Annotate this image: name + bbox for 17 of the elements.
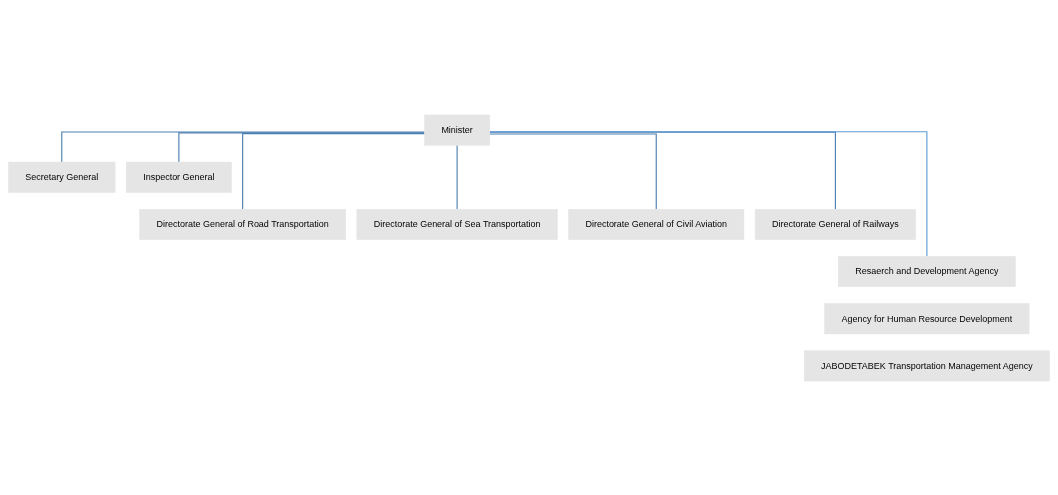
connector — [489, 131, 836, 210]
node-box: Directorate General of Road Transportation — [139, 208, 346, 240]
connector — [61, 130, 426, 163]
connector — [489, 130, 928, 257]
node-box: Inspector General — [126, 161, 232, 193]
node-box: Directorate General of Civil Aviation — [568, 208, 745, 240]
connector — [178, 131, 426, 163]
node-box: Resaerch and Development Agency — [838, 255, 1016, 287]
node-box: JABODETABEK Transportation Management Agency — [804, 349, 1050, 381]
node-box: Minister — [424, 114, 490, 146]
connector — [489, 132, 657, 210]
node-box: Secretary General — [8, 161, 116, 193]
node-box: Directorate General of Railways — [754, 208, 916, 240]
connector — [242, 132, 426, 210]
node-box: Agency for Human Resource Development — [824, 302, 1030, 334]
node-box: Directorate General of Sea Transportation — [356, 208, 558, 240]
connector — [456, 144, 458, 210]
